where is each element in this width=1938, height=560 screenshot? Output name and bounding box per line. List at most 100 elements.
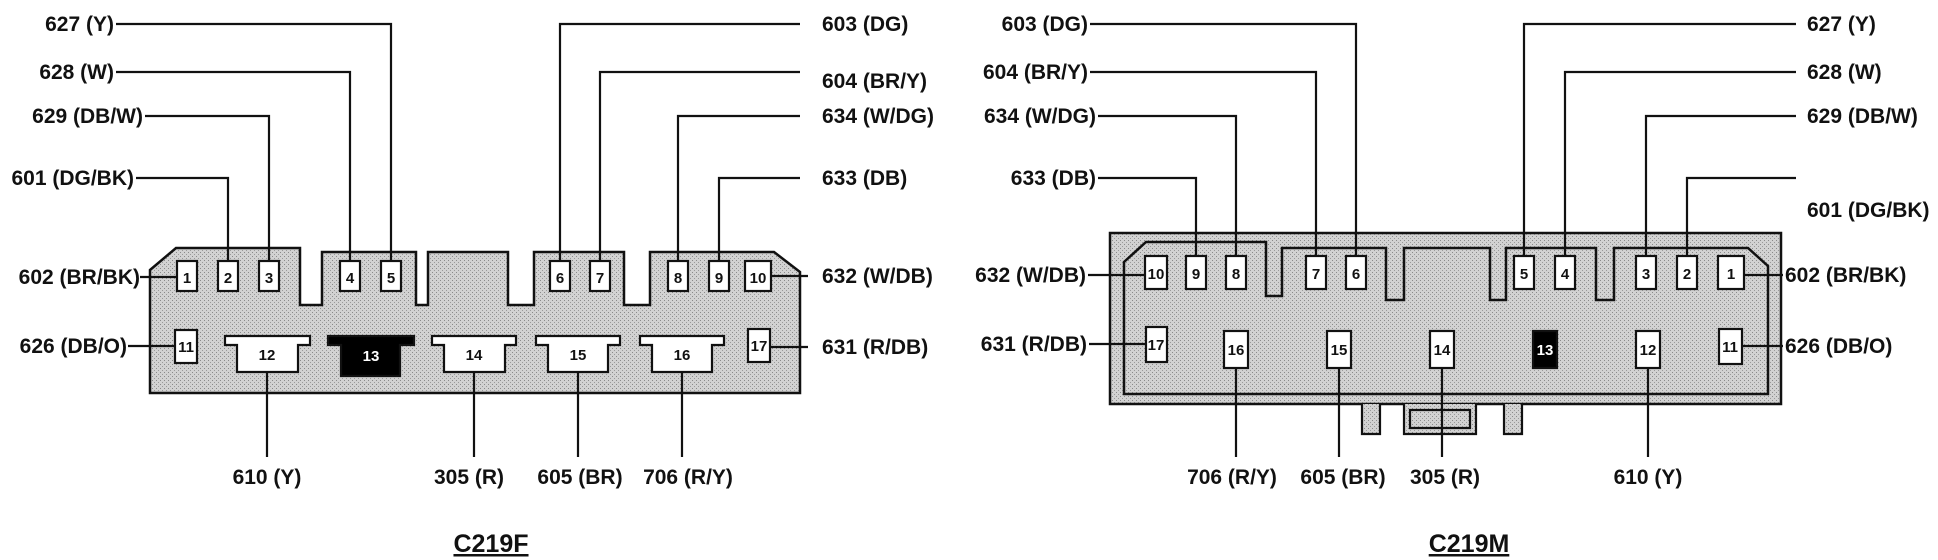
c219f-pin-label: 15 — [570, 347, 587, 364]
c219m-pin-label: 12 — [1640, 342, 1657, 359]
c219f-pin-label: 7 — [596, 270, 604, 287]
c219m-pin-numbers: 10 9 8 7 6 5 4 3 2 1 17 16 15 14 13 12 1… — [1148, 266, 1738, 359]
wire-label: 305 (R) — [1410, 466, 1480, 489]
c219m-pin-label: 1 — [1727, 266, 1735, 283]
c219m-pin-12 — [1634, 329, 1662, 370]
c219f-pin-17 — [746, 327, 772, 364]
c219f-pin-13 — [326, 334, 416, 378]
c219m-wire-627 — [1522, 22, 1796, 256]
c219m-pin-1 — [1716, 254, 1746, 291]
wire-label: 602 (BR/BK) — [1785, 264, 1906, 287]
c219f-housing — [148, 246, 802, 395]
c219m-pin-label: 16 — [1228, 342, 1245, 359]
connector-title-c219f: C219F — [453, 530, 528, 558]
c219f-pin-14 — [430, 334, 518, 374]
c219f-pin-label: 1 — [183, 270, 191, 287]
c219m-wire-633 — [1098, 176, 1198, 256]
wire-label: 632 (W/DB) — [822, 265, 933, 288]
c219m-pin-10 — [1143, 254, 1169, 291]
wire-label: 603 (DG) — [1002, 13, 1088, 36]
wire-label: 627 (Y) — [1807, 13, 1876, 36]
c219f-wire-604 — [598, 70, 800, 261]
wire-label: 631 (R/DB) — [822, 336, 928, 359]
wire-label: 605 (BR) — [1300, 466, 1385, 489]
c219m-wire-629 — [1644, 114, 1796, 256]
wire-label: 604 (BR/Y) — [983, 61, 1088, 84]
c219f-wire-627 — [116, 22, 393, 261]
c219f-wire-603 — [558, 22, 800, 261]
c219f-pin-label: 8 — [674, 270, 682, 287]
c219f-pin-label: 6 — [556, 270, 564, 287]
c219m-wire-labels: 603 (DG) 604 (BR/Y) 634 (W/DG) 633 (DB) … — [975, 13, 1929, 489]
c219f-pin-label: 3 — [265, 270, 273, 287]
c219m-pin-label: 9 — [1192, 266, 1200, 283]
c219f-pin-label: 13 — [363, 348, 380, 365]
wire-label: 626 (DB/O) — [20, 335, 127, 358]
c219f-pin-label: 16 — [674, 347, 691, 364]
c219f-pin-label: 11 — [178, 339, 194, 356]
c219f-pin-16 — [638, 334, 726, 374]
c219m-pin-label: 7 — [1312, 266, 1320, 283]
c219f-pin-label: 9 — [715, 270, 723, 287]
wire-label: 601 (DG/BK) — [1807, 199, 1930, 222]
c219f-wire-labels: 629 (DB/W) 627 (Y) 628 (W) 601 (DG/BK) 6… — [11, 13, 934, 489]
wire-label: 632 (W/DB) — [975, 264, 1086, 287]
c219m-pin-label: 3 — [1642, 266, 1650, 283]
c219m-wire-601 — [1685, 176, 1796, 256]
c219m-latch — [1408, 408, 1472, 430]
wire-label: 634 (W/DG) — [984, 105, 1096, 128]
wire-label: 633 (DB) — [822, 167, 907, 190]
c219m-inner-shroud — [1122, 240, 1770, 396]
c219f-pin-label: 5 — [387, 270, 395, 287]
c219m-latch — [1502, 404, 1524, 436]
wire-label: 605 (BR) — [537, 466, 622, 489]
connector-c219m — [1088, 22, 1796, 457]
c219f-pin-numbers: 1 2 3 4 5 6 7 8 9 10 11 12 13 14 15 16 1… — [178, 270, 767, 365]
c219m-wire-634 — [1098, 114, 1238, 256]
c219f-pin-15 — [534, 334, 622, 374]
wire-label: 633 (DB) — [1011, 167, 1096, 190]
wire-label: 706 (R/Y) — [643, 466, 733, 489]
c219f-wire-628 — [116, 70, 352, 261]
wire-label: 305 (R) — [434, 466, 504, 489]
c219m-wire-603 — [1090, 22, 1358, 256]
c219m-pin-label: 8 — [1232, 266, 1240, 283]
c219m-pin-label: 13 — [1537, 342, 1554, 359]
wire-label: 601 (DG/BK) — [11, 167, 134, 190]
c219f-pin-label: 12 — [259, 347, 276, 364]
c219m-pin-label: 17 — [1148, 337, 1165, 354]
wire-label: 706 (R/Y) — [1187, 466, 1277, 489]
c219m-wire-604 — [1090, 70, 1318, 256]
c219m-pin-label: 2 — [1683, 266, 1691, 283]
c219m-pin-13 — [1531, 329, 1559, 370]
wire-label: 604 (BR/Y) — [822, 70, 927, 93]
c219f-wire-601 — [136, 176, 230, 261]
c219m-pin-label: 4 — [1561, 266, 1570, 283]
c219m-pin-label: 10 — [1148, 266, 1165, 283]
c219m-pin-label: 14 — [1434, 342, 1451, 359]
connector-title-c219m: C219M — [1429, 530, 1510, 558]
wire-label: 603 (DG) — [822, 13, 908, 36]
c219f-pin-label: 4 — [346, 270, 355, 287]
wire-label: 627 (Y) — [45, 13, 114, 36]
wire-label: 610 (Y) — [233, 466, 302, 489]
c219f-wire-634 — [676, 114, 800, 261]
c219f-wire-629 — [145, 114, 271, 261]
wire-label: 629 (DB/W) — [1807, 105, 1918, 128]
wire-label: 602 (BR/BK) — [19, 266, 140, 289]
wire-label: 628 (W) — [39, 61, 114, 84]
c219f-pin-label: 2 — [224, 270, 232, 287]
c219f-pin-label: 17 — [751, 338, 768, 355]
c219m-wire-628 — [1563, 70, 1796, 256]
wire-label: 629 (DB/W) — [32, 105, 143, 128]
c219m-latch — [1402, 404, 1478, 436]
c219m-pin-label: 6 — [1352, 266, 1360, 283]
wire-label: 626 (DB/O) — [1785, 335, 1892, 358]
c219f-pin-label: 10 — [750, 270, 767, 287]
c219m-pin-label: 5 — [1520, 266, 1528, 283]
c219f-wire-633 — [717, 176, 800, 261]
c219m-pin-label: 11 — [1722, 339, 1738, 356]
wire-label: 634 (W/DG) — [822, 105, 934, 128]
wire-label: 610 (Y) — [1614, 466, 1683, 489]
